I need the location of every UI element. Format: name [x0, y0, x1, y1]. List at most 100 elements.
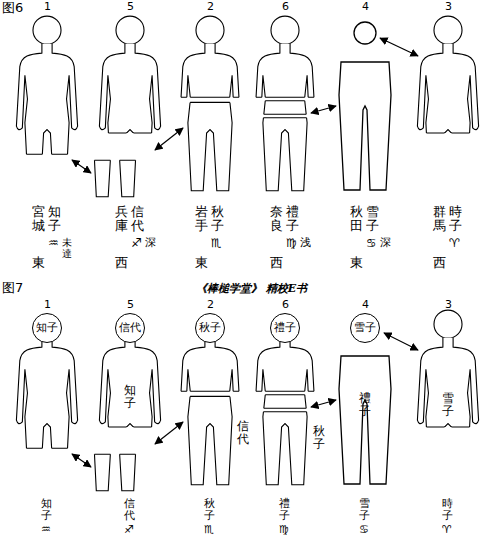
figure-part — [13, 154, 81, 155]
direction-label: 東 — [32, 256, 45, 270]
figure-part — [339, 62, 391, 190]
name-label: 禮子 — [286, 205, 299, 234]
figure-part — [99, 338, 160, 427]
figure-part — [263, 412, 307, 485]
head-circle: 雪子 — [350, 313, 380, 343]
figure-part — [434, 16, 462, 44]
depth-label: 深 — [380, 237, 391, 249]
watermark: 《棒槌学堂》 精校E书 — [196, 283, 307, 296]
figure-part — [271, 16, 299, 44]
figure-part — [251, 100, 319, 101]
figure-part — [354, 22, 376, 44]
figure-part — [254, 338, 315, 392]
figure-part — [188, 396, 232, 484]
figure-part — [16, 338, 77, 449]
head-circle: 信代 — [115, 313, 145, 343]
direction-label: 西 — [270, 256, 283, 270]
figure-part — [99, 44, 160, 133]
figure-part — [16, 338, 77, 449]
figure-part — [417, 338, 478, 427]
direction-label: 西 — [115, 256, 128, 270]
zodiac-symbol: ♐ — [124, 524, 134, 537]
name-label: 雪子 — [366, 205, 379, 234]
direction-label: 東 — [195, 256, 208, 270]
figure-part — [263, 395, 307, 409]
body-figure — [96, 338, 164, 485]
body-figure — [176, 338, 244, 485]
body-figure — [414, 310, 482, 485]
figure-part — [179, 44, 240, 98]
callout-number: 6 — [282, 1, 289, 14]
name-label: 知子 — [48, 205, 61, 234]
swap-arrow — [311, 400, 336, 407]
figure-part — [251, 114, 319, 115]
place-label: 群馬 — [433, 205, 446, 234]
part-label: 信代 — [237, 420, 249, 446]
depth-label: 浅 — [300, 237, 311, 249]
body-figure — [96, 16, 164, 191]
zodiac-symbol: ♒ — [41, 524, 51, 537]
swap-arrow — [72, 454, 91, 467]
figure-part — [93, 454, 137, 491]
place-label: 岩手 — [195, 205, 208, 234]
zodiac-symbol: ♒ — [48, 237, 59, 251]
figure-part — [96, 132, 164, 133]
depth-label: 深 — [145, 237, 156, 249]
figure-part — [251, 394, 319, 395]
name-label: 知子 — [41, 498, 52, 522]
zodiac-symbol: ♏ — [204, 524, 214, 537]
body-figure — [339, 22, 391, 190]
place-label: 兵庫 — [115, 205, 128, 234]
part-label: 禮子 — [359, 392, 371, 418]
direction-label: 東 — [350, 256, 363, 270]
figure-part — [251, 411, 319, 412]
body-figure — [251, 338, 319, 485]
figure-part — [263, 118, 307, 191]
zodiac-symbol: ♈ — [449, 237, 460, 251]
name-label: 雪子 — [359, 498, 370, 522]
figure-part — [263, 395, 307, 409]
head-circle: 秋子 — [195, 313, 225, 343]
zodiac-symbol: ♐ — [131, 237, 142, 251]
figure-part — [414, 132, 482, 133]
swap-arrow — [155, 128, 183, 150]
name-label: 時子 — [449, 205, 462, 234]
figure-part — [254, 338, 315, 392]
figure-part — [99, 338, 160, 427]
head-name: 秋子 — [199, 322, 221, 334]
body-figure — [176, 16, 244, 191]
name-label: 信代 — [124, 498, 135, 522]
figure-part — [96, 426, 164, 427]
callout-number: 3 — [445, 1, 452, 14]
figure-part — [417, 44, 478, 133]
part-label: 雪子 — [442, 392, 454, 418]
callout-number: 5 — [127, 1, 134, 14]
callout-number: 4 — [362, 299, 369, 312]
name-label: 秋子 — [204, 498, 215, 522]
figure-part — [414, 426, 482, 427]
direction-label: 西 — [433, 256, 446, 270]
figure-part — [263, 101, 307, 115]
zodiac-symbol: ♋ — [359, 524, 369, 537]
figure-part — [81, 160, 149, 161]
callout-number: 6 — [282, 299, 289, 312]
figure-part — [263, 412, 307, 485]
figure-part — [254, 44, 315, 98]
place-label: 奈良 — [270, 205, 283, 234]
head-name: 禮子 — [274, 322, 296, 334]
figure-part — [81, 454, 149, 455]
zodiac-symbol: ♍ — [286, 237, 297, 251]
place-label: 秋田 — [350, 205, 363, 234]
name-label: 秋子 — [211, 205, 224, 234]
figure-part — [13, 448, 81, 449]
name-label: 信代 — [131, 205, 144, 234]
figure-part — [33, 16, 61, 44]
callout-number: 2 — [207, 1, 214, 14]
figure-part — [16, 44, 77, 155]
figure-part — [196, 16, 224, 44]
figure-part — [263, 118, 307, 191]
figure-part — [93, 160, 137, 197]
figure-part — [188, 102, 232, 190]
